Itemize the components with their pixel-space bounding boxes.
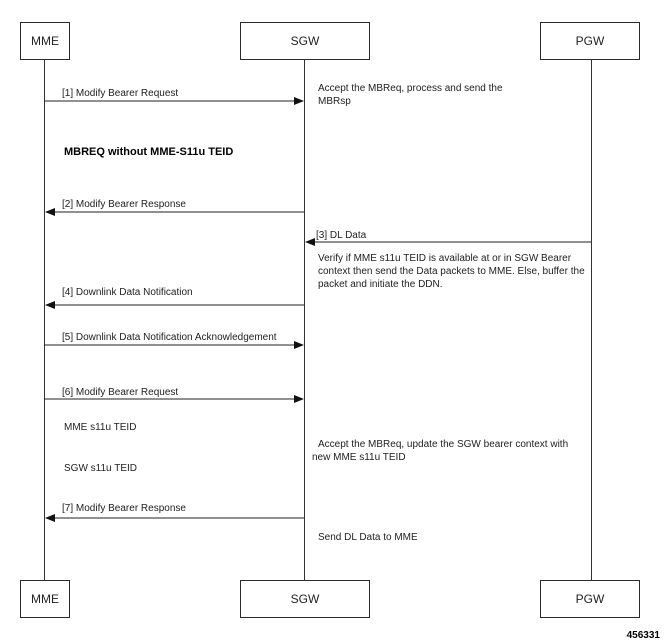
note-verify-line-1: Verify if MME s11u TEID is available at … xyxy=(318,253,572,264)
sgw-lifeline xyxy=(304,60,305,580)
note-accept-line-2: MBRsp xyxy=(318,96,351,107)
message-label-7: [7] Modify Bearer Response xyxy=(62,503,186,514)
sgw-label-top: SGW xyxy=(290,34,320,48)
note-mbreq-without-teid: MBREQ without MME-S11u TEID xyxy=(64,146,234,158)
pgw-box-top: PGW xyxy=(540,22,640,60)
note-update-line-2: new MME s11u TEID xyxy=(312,452,406,463)
sgw-box-top: SGW xyxy=(240,22,370,60)
message-label-5: [5] Downlink Data Notification Acknowled… xyxy=(62,332,277,343)
sgw-label-bottom: SGW xyxy=(290,592,320,606)
mme-label-top: MME xyxy=(31,34,59,48)
mme-label-bottom: MME xyxy=(31,592,59,606)
note-sgw-teid: SGW s11u TEID xyxy=(64,463,137,474)
note-mme-teid: MME s11u TEID xyxy=(64,422,137,433)
pgw-lifeline xyxy=(591,60,592,580)
pgw-label-top: PGW xyxy=(575,34,605,48)
pgw-box-bottom: PGW xyxy=(540,580,640,618)
mme-lifeline xyxy=(44,60,45,580)
sgw-box-bottom: SGW xyxy=(240,580,370,618)
mme-box-top: MME xyxy=(20,22,70,60)
pgw-label-bottom: PGW xyxy=(575,592,605,606)
note-accept-line-1: Accept the MBReq, process and send the xyxy=(318,83,503,94)
message-label-6: [6] Modify Bearer Request xyxy=(62,387,179,398)
note-verify-line-2: context then send the Data packets to MM… xyxy=(318,266,585,277)
note-send-dl-data: Send DL Data to MME xyxy=(318,532,418,543)
note-update-line-1: Accept the MBReq, update the SGW bearer … xyxy=(318,439,569,450)
figure-id: 456331 xyxy=(626,630,660,641)
message-label-3: [3] DL Data xyxy=(316,230,367,241)
message-label-4: [4] Downlink Data Notification xyxy=(62,287,193,298)
mme-box-bottom: MME xyxy=(20,580,70,618)
message-label-2: [2] Modify Bearer Response xyxy=(62,199,186,210)
note-verify-line-3: packet and initiate the DDN. xyxy=(318,279,443,290)
message-label-1: [1] Modify Bearer Request xyxy=(62,88,179,99)
